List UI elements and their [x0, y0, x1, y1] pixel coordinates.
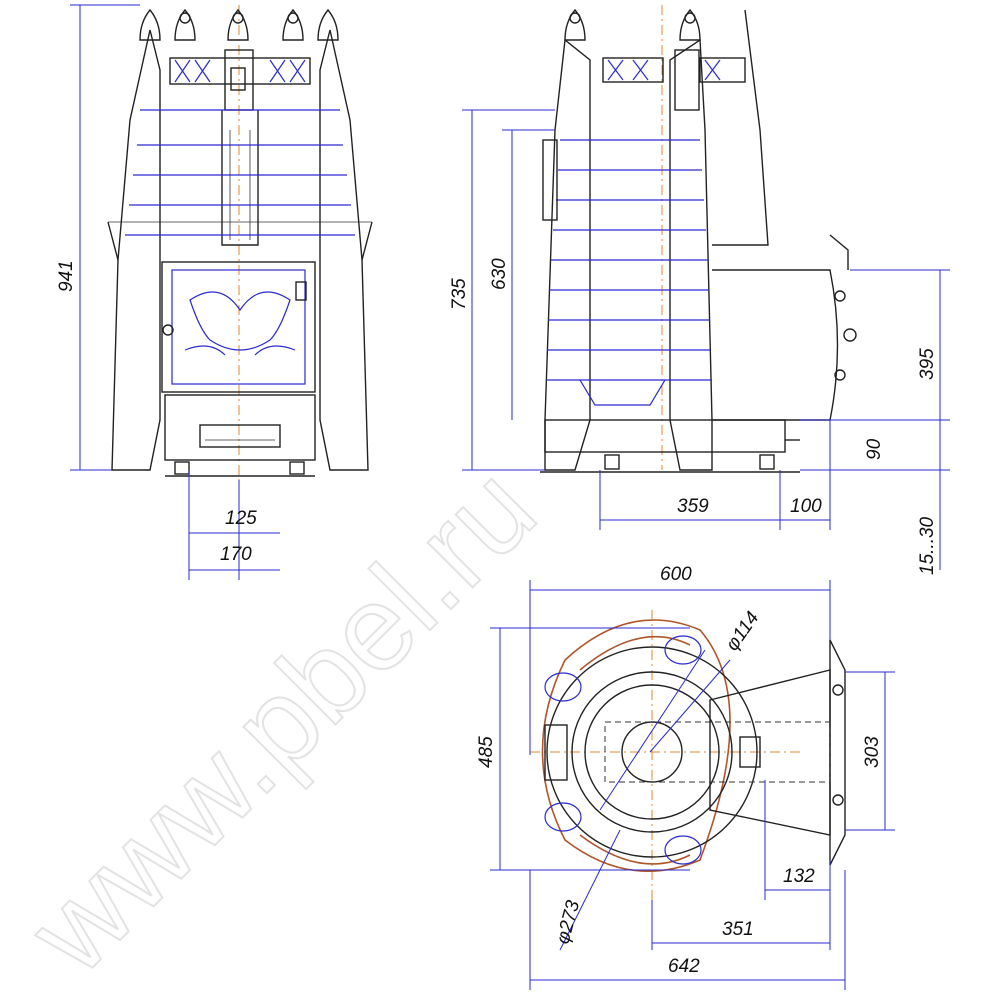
label-100: 100	[790, 496, 822, 517]
label-485: 485	[476, 736, 497, 768]
label-phi114: φ114	[722, 608, 764, 655]
dim-top-overall: 642	[529, 870, 846, 990]
label-359: 359	[677, 496, 709, 517]
label-132: 132	[783, 866, 815, 887]
label-phi273: φ273	[553, 898, 585, 946]
front-heater-bars	[125, 109, 355, 236]
label-15-30: 15...30	[917, 516, 938, 575]
top-spire-posts	[544, 635, 702, 865]
front-spires	[139, 8, 339, 41]
top-tank	[604, 639, 846, 866]
label-630: 630	[489, 258, 510, 290]
dim-side-heights: 735 630	[449, 109, 555, 471]
label-642: 642	[668, 956, 700, 977]
dim-top-depth: 485	[476, 627, 690, 871]
dim-top-width: 600	[529, 564, 831, 755]
label-351: 351	[722, 919, 754, 940]
label-395: 395	[917, 348, 938, 380]
dim-front-height: 941	[56, 4, 140, 471]
firebox-door	[161, 261, 316, 393]
label-941: 941	[56, 260, 77, 292]
label-170: 170	[220, 544, 252, 565]
dim-front-width: 125 170	[188, 470, 280, 580]
label-600: 600	[660, 564, 692, 585]
top-view: φ114 φ273 600 485 303 132	[476, 564, 895, 990]
dim-top-tank-depth: 132	[764, 780, 831, 900]
dim-top-axis-tank: 351	[651, 900, 831, 950]
label-735: 735	[449, 278, 470, 310]
side-view: 735 630 395 90 15...30 359 100	[449, 5, 950, 575]
watermark-text: www.pbel.ru	[3, 441, 561, 999]
dim-side-depth: 359 100	[599, 420, 831, 530]
water-tank	[712, 234, 857, 421]
front-view: 941 125 170	[56, 4, 373, 580]
label-303: 303	[862, 736, 883, 768]
label-90: 90	[864, 438, 885, 460]
side-heater-bars	[546, 139, 712, 406]
dim-top-tank-width: 303	[845, 671, 895, 831]
label-125: 125	[225, 508, 257, 529]
dim-side-tank: 395 90 15...30	[800, 269, 950, 575]
